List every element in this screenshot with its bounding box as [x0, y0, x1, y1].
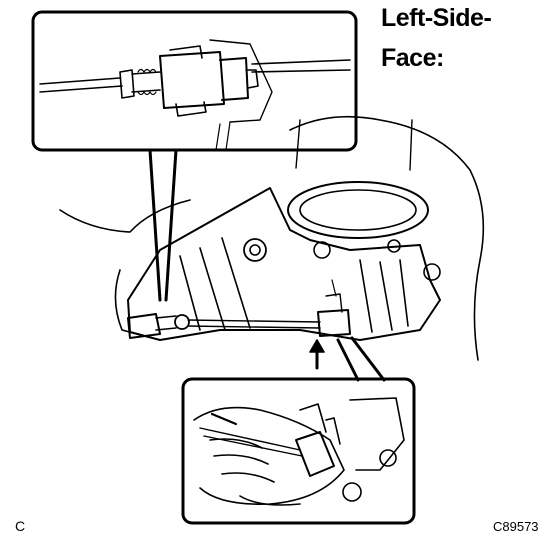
top-inset-callout	[31, 10, 358, 302]
main-housing-illustration	[59, 115, 485, 361]
view-title-line-2: Face:	[381, 44, 444, 72]
bottom-inset-callout	[181, 336, 416, 525]
up-arrow-icon	[309, 339, 325, 370]
view-title-line-1: Left-Side-	[381, 4, 492, 32]
section-letter: C	[15, 518, 26, 534]
figure-code: C89573	[493, 519, 539, 534]
